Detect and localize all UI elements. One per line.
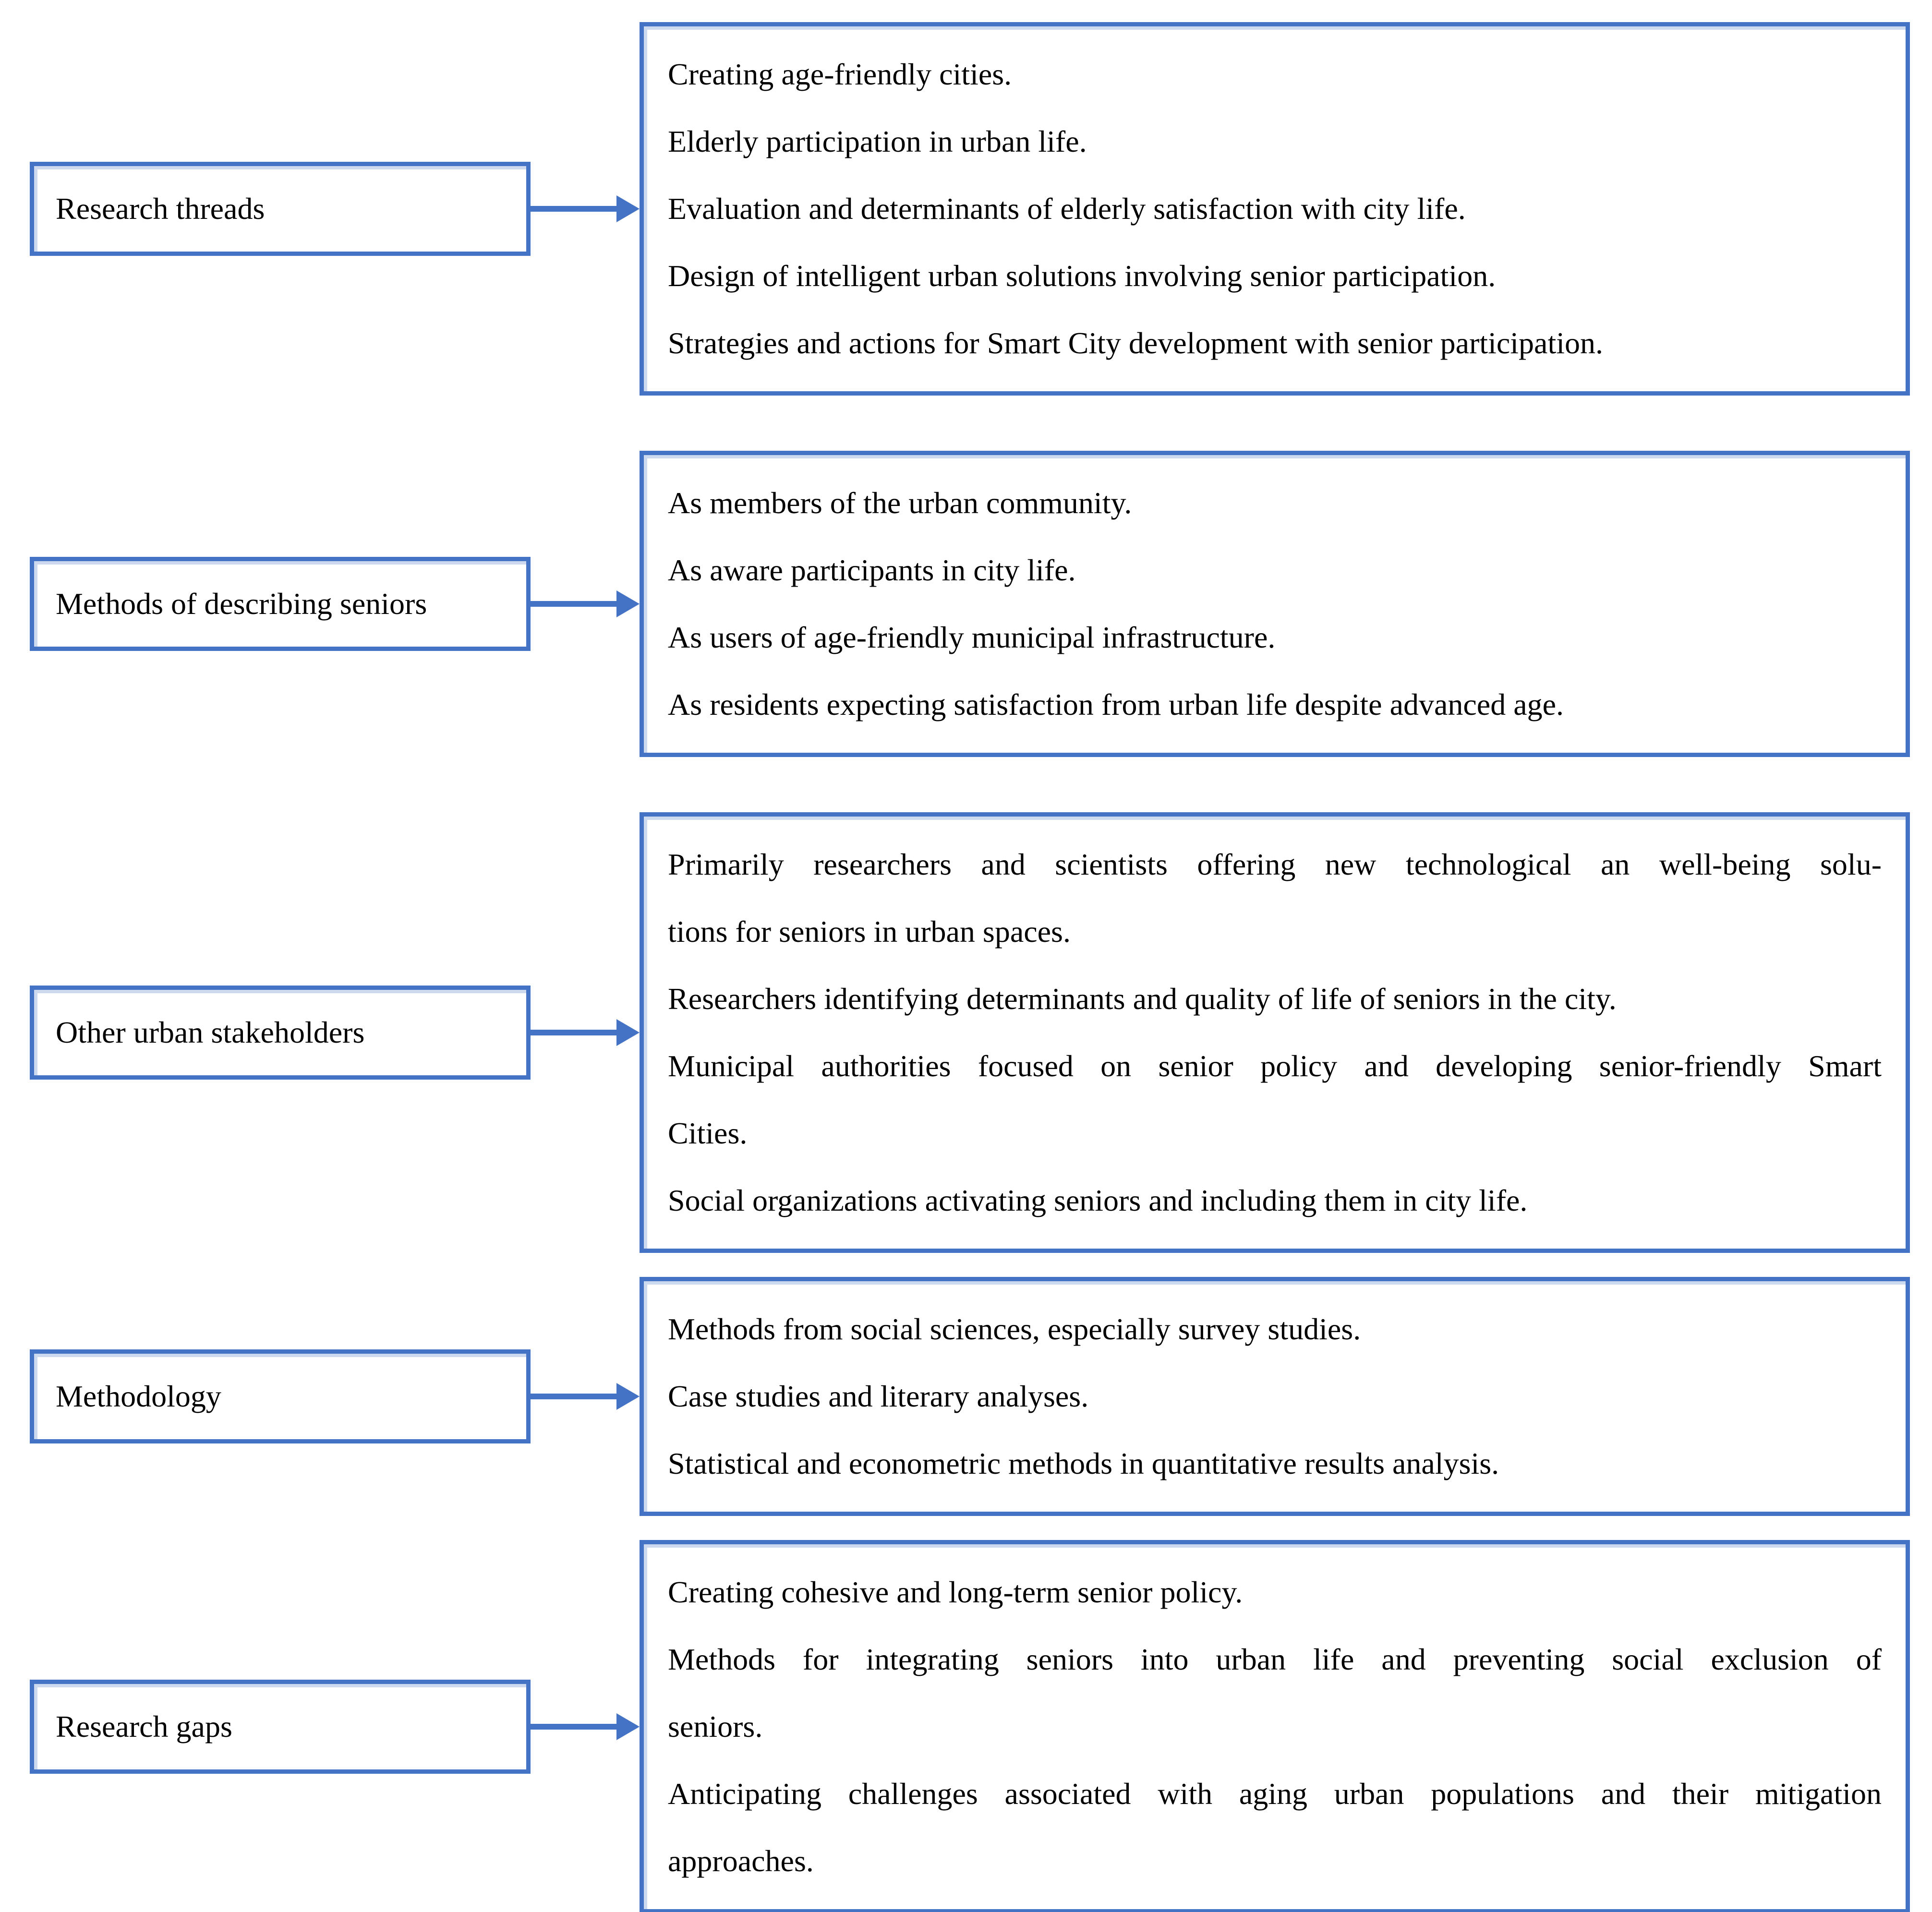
arrow-head (616, 1019, 640, 1046)
content-item: Statistical and econometric methods in q… (668, 1430, 1882, 1497)
content-line: seniors. (668, 1709, 763, 1744)
content-line: Cities. (668, 1116, 748, 1150)
content-line: As aware participants in city life. (668, 553, 1076, 587)
diagram-row: Methods of describing seniors As members… (30, 451, 1910, 757)
diagram-row: Methodology Methods from social sciences… (30, 1277, 1910, 1516)
content-line: As residents expecting satisfaction from… (668, 687, 1564, 722)
content-line: tions for seniors in urban spaces. (668, 914, 1071, 949)
content-item: Researchers identifying determinants and… (668, 965, 1882, 1033)
content-line: Methods for integrating seniors into urb… (668, 1642, 1882, 1676)
content-line: approaches. (668, 1844, 814, 1878)
content-line: Statistical and econometric methods in q… (668, 1446, 1499, 1480)
right-arrow-icon (531, 1383, 640, 1410)
content-box: Creating cohesive and long-term senior p… (640, 1540, 1910, 1912)
content-box: Primarily researchers and scientists off… (640, 812, 1910, 1253)
right-arrow-icon (531, 590, 640, 617)
content-item: Creating cohesive and long-term senior p… (668, 1559, 1882, 1626)
content-line: Evaluation and determinants of elderly s… (668, 192, 1466, 226)
arrow-shaft (531, 1030, 616, 1035)
content-line: Creating age-friendly cities. (668, 57, 1012, 91)
content-item: As users of age-friendly municipal infra… (668, 604, 1882, 671)
content-item: As aware participants in city life. (668, 537, 1882, 604)
label-box: Methodology (30, 1349, 531, 1443)
arrow-head (616, 1713, 640, 1740)
content-item: As members of the urban community. (668, 469, 1882, 537)
arrow-shaft (531, 206, 616, 212)
content-item: Social organizations activating seniors … (668, 1167, 1882, 1234)
content-line: Primarily researchers and scientists off… (668, 847, 1882, 881)
arrow-head (616, 590, 640, 617)
arrow-shaft (531, 1724, 616, 1730)
content-item: Creating age-friendly cities. (668, 41, 1882, 108)
label-text: Research gaps (56, 1709, 232, 1744)
content-item: Strategies and actions for Smart City de… (668, 310, 1882, 377)
diagram-row: Research gaps Creating cohesive and long… (30, 1540, 1910, 1912)
label-text: Other urban stakeholders (56, 1015, 365, 1049)
content-item: Evaluation and determinants of elderly s… (668, 175, 1882, 242)
label-box: Research threads (30, 162, 531, 256)
right-arrow-icon (531, 195, 640, 222)
diagram-row: Research threads Creating age-friendly c… (30, 22, 1910, 396)
arrow-shaft (531, 1394, 616, 1399)
content-line: Creating cohesive and long-term senior p… (668, 1575, 1243, 1609)
label-text: Methods of describing seniors (56, 587, 427, 621)
label-box: Methods of describing seniors (30, 557, 531, 651)
content-line: Researchers identifying determinants and… (668, 982, 1617, 1016)
content-line: Strategies and actions for Smart City de… (668, 326, 1603, 360)
content-item: Design of intelligent urban solutions in… (668, 242, 1882, 310)
content-box: Methods from social sciences, especially… (640, 1277, 1910, 1516)
content-line: Design of intelligent urban solutions in… (668, 259, 1496, 293)
content-line: Anticipating challenges associated with … (668, 1777, 1882, 1811)
content-line: Case studies and literary analyses. (668, 1379, 1089, 1413)
content-line: As users of age-friendly municipal infra… (668, 620, 1276, 654)
arrow-head (616, 1383, 640, 1410)
right-arrow-icon (531, 1019, 640, 1046)
content-box: Creating age-friendly cities. Elderly par… (640, 22, 1910, 396)
diagram-row: Other urban stakeholders Primarily resea… (30, 812, 1910, 1253)
arrow-head (616, 195, 640, 222)
content-item: Anticipating challenges associated with … (668, 1760, 1882, 1895)
content-line: Methods from social sciences, especially… (668, 1312, 1361, 1346)
label-box: Research gaps (30, 1680, 531, 1774)
content-line: Social organizations activating seniors … (668, 1183, 1528, 1217)
right-arrow-icon (531, 1713, 640, 1740)
content-item: Municipal authorities focused on senior … (668, 1033, 1882, 1167)
content-item: Methods for integrating seniors into urb… (668, 1626, 1882, 1760)
label-text: Methodology (56, 1379, 221, 1413)
arrow-shaft (531, 601, 616, 607)
content-line: As members of the urban community. (668, 486, 1132, 520)
content-line: Municipal authorities focused on senior … (668, 1049, 1882, 1083)
content-item: Primarily researchers and scientists off… (668, 831, 1882, 965)
label-text: Research threads (56, 192, 265, 226)
content-line: Elderly participation in urban life. (668, 124, 1087, 158)
content-item: As residents expecting satisfaction from… (668, 671, 1882, 738)
content-item: Case studies and literary analyses. (668, 1363, 1882, 1430)
content-item: Methods from social sciences, especially… (668, 1296, 1882, 1363)
content-box: As members of the urban community. As awa… (640, 451, 1910, 757)
label-box: Other urban stakeholders (30, 986, 531, 1080)
content-item: Elderly participation in urban life. (668, 108, 1882, 175)
